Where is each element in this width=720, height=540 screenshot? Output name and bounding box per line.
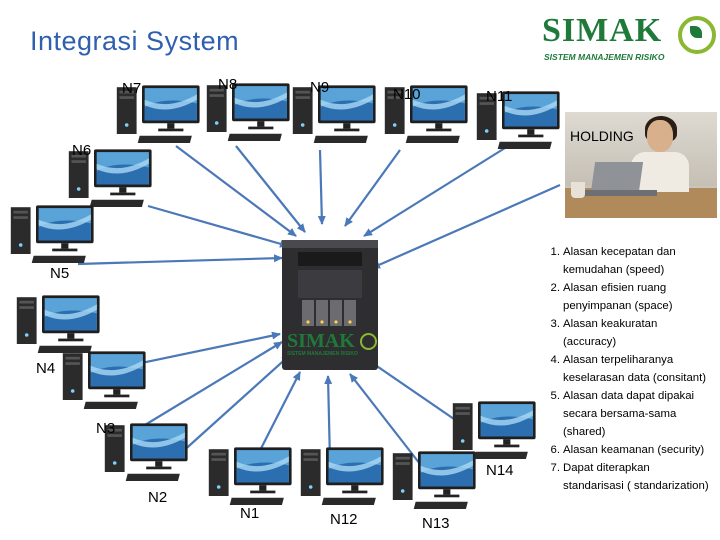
server-logo-subtitle: SISTEM MANAJEMEN RISIKO bbox=[287, 351, 358, 357]
server-icon bbox=[282, 240, 378, 370]
page-title: Integrasi System bbox=[30, 26, 240, 56]
computer-n5-icon bbox=[10, 205, 94, 263]
arrow-n2 bbox=[179, 354, 291, 455]
logo-subtitle: SISTEM MANAJEMEN RISIKO bbox=[544, 52, 665, 62]
arrow-n13 bbox=[349, 373, 421, 465]
computer-n13-icon bbox=[392, 451, 476, 509]
holding-label: HOLDING bbox=[570, 128, 634, 144]
computer-n1-icon bbox=[208, 447, 292, 505]
computer-n4-icon bbox=[16, 295, 100, 353]
node-label-n8: N8 bbox=[218, 76, 238, 93]
node-label-n13: N13 bbox=[422, 515, 450, 532]
computer-n9-icon bbox=[292, 85, 376, 143]
node-label-n12: N12 bbox=[330, 511, 358, 528]
arrow-n9 bbox=[317, 149, 326, 225]
holding-photo bbox=[565, 112, 717, 218]
node-label-n3: N3 bbox=[96, 420, 116, 437]
node-label-n7: N7 bbox=[122, 80, 142, 97]
computer-n12-icon bbox=[300, 447, 384, 505]
node-label-n14: N14 bbox=[486, 462, 514, 479]
arrow-n3 bbox=[139, 341, 283, 429]
arrow-n10 bbox=[344, 149, 401, 227]
arrow-n6 bbox=[147, 204, 289, 248]
node-label-n2: N2 bbox=[148, 489, 168, 506]
node-label-n9: N9 bbox=[310, 79, 330, 96]
server-logo: SIMAK SISTEM MANAJEMEN RISIKO bbox=[287, 330, 383, 360]
computer-n3-icon bbox=[104, 423, 188, 481]
logo-text: SIMAK bbox=[542, 12, 663, 49]
computer-n14-icon bbox=[452, 401, 536, 459]
simak-logo: SIMAK SISTEM MANAJEMEN RISIKO bbox=[542, 10, 718, 70]
server-logo-leaf-icon bbox=[360, 333, 377, 350]
node-label-n10: N10 bbox=[393, 86, 421, 103]
server-logo-text: SIMAK bbox=[287, 330, 355, 352]
node-label-n5: N5 bbox=[50, 265, 70, 282]
arrow-n7 bbox=[175, 145, 297, 237]
arrow-n8 bbox=[235, 145, 306, 233]
arrow-holding bbox=[371, 183, 561, 270]
arrow-n11 bbox=[363, 147, 506, 237]
computer-n4b-icon bbox=[62, 351, 146, 409]
reason-item: 6. Alasan keamanan (security) bbox=[550, 444, 705, 456]
logo-leaf-icon bbox=[678, 16, 716, 54]
reason-item: 3. Alasan keakuratan(accuracy) bbox=[550, 318, 658, 348]
node-label-n11: N11 bbox=[486, 88, 513, 105]
node-label-n6: N6 bbox=[72, 142, 92, 159]
node-label-n4: N4 bbox=[36, 360, 56, 377]
node-label-n1: N1 bbox=[240, 505, 260, 522]
arrow-n5 bbox=[77, 254, 283, 266]
